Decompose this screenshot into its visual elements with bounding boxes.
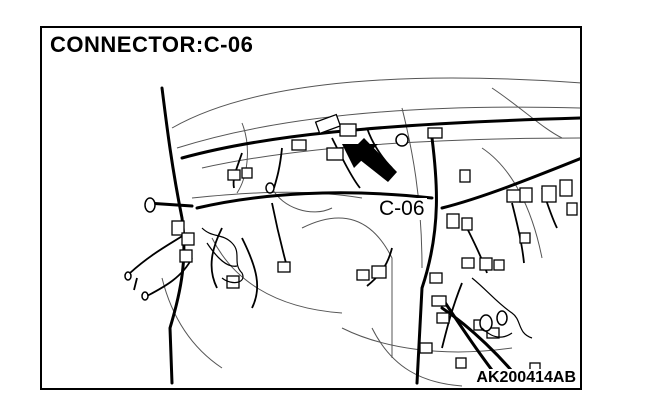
diagram-frame: CONNECTOR:C-06 C-06 AK200414AB	[40, 26, 582, 390]
connector-callout-label: C-06	[377, 197, 427, 220]
figure-id: AK200414AB	[474, 369, 578, 387]
wiring-harness-illustration	[124, 77, 580, 387]
wire-tangle	[201, 227, 533, 339]
diagram-title: CONNECTOR:C-06	[50, 32, 254, 57]
grommets	[124, 133, 508, 332]
arrow-icon	[342, 138, 397, 182]
dashboard-outline	[161, 77, 580, 387]
harness-trunk	[145, 86, 580, 385]
connector-blocks	[171, 113, 578, 376]
